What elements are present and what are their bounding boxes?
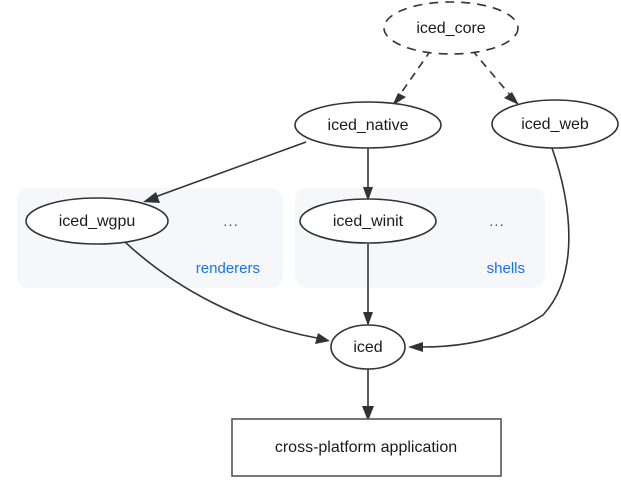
cluster-renderers-ellipsis: ... <box>223 213 239 230</box>
edge-iced-native-to-iced-winit-arrowhead <box>363 187 373 201</box>
node-iced-web-label: iced_web <box>521 116 589 133</box>
node-iced-native-label: iced_native <box>328 117 409 134</box>
cluster-shells-label: shells <box>487 260 525 277</box>
node-iced-core[interactable]: iced_core <box>383 1 519 55</box>
edge-iced-native-to-iced-wgpu <box>143 141 307 203</box>
edge-iced-web-to-iced <box>408 147 570 352</box>
edge-iced-web-to-iced-arrowhead <box>408 342 423 352</box>
edge-iced-wgpu-to-iced-arrowhead <box>315 333 330 344</box>
node-iced-web-shape[interactable] <box>491 99 619 149</box>
edge-iced-native-to-iced-winit <box>363 148 373 201</box>
edge-iced-core-to-iced-web-line <box>471 49 511 96</box>
node-iced-native-shape[interactable] <box>294 101 442 149</box>
node-iced-winit[interactable]: iced_winit <box>299 198 437 244</box>
node-iced-core-label: iced_core <box>416 20 485 37</box>
node-iced-web[interactable]: iced_web <box>491 99 619 149</box>
node-iced-winit-label: iced_winit <box>333 213 404 230</box>
edge-iced-to-application <box>362 369 374 421</box>
edge-iced-winit-to-iced <box>363 244 373 326</box>
edge-iced-core-to-iced-native-arrowhead <box>392 93 406 106</box>
node-iced-wgpu-label: iced_wgpu <box>59 213 136 230</box>
node-iced-shape[interactable] <box>330 324 406 370</box>
edge-iced-native-to-iced-wgpu-arrowhead <box>143 192 160 203</box>
edge-iced-core-to-iced-native-line <box>398 49 432 97</box>
node-iced-label: iced <box>353 339 382 356</box>
node-iced-native[interactable]: iced_native <box>294 101 442 149</box>
edge-iced-winit-to-iced-arrowhead <box>363 312 373 326</box>
node-iced-wgpu[interactable]: iced_wgpu <box>25 197 169 245</box>
edge-iced-wgpu-to-iced <box>123 240 330 344</box>
node-iced-wgpu-shape[interactable] <box>25 197 169 245</box>
edge-iced-core-to-iced-native <box>392 49 432 106</box>
cluster-renderers-label: renderers <box>196 260 260 277</box>
node-iced-winit-shape[interactable] <box>299 198 437 244</box>
cluster-shells-ellipsis: ... <box>489 213 505 230</box>
edge-iced-web-to-iced-line <box>421 147 570 348</box>
edge-iced-native-to-iced-wgpu-line <box>154 141 307 198</box>
node-iced[interactable]: iced <box>330 324 406 370</box>
node-application-label: cross-platform application <box>275 439 457 456</box>
node-application-shape[interactable] <box>231 418 502 477</box>
node-iced-core-shape[interactable] <box>383 1 519 55</box>
edge-iced-to-application-arrowhead <box>362 406 374 421</box>
node-application[interactable]: cross-platform application <box>231 418 502 477</box>
edge-iced-core-to-iced-web-arrowhead <box>504 92 519 105</box>
edge-iced-core-to-iced-web <box>471 49 519 105</box>
edge-iced-wgpu-to-iced-line <box>123 240 318 339</box>
